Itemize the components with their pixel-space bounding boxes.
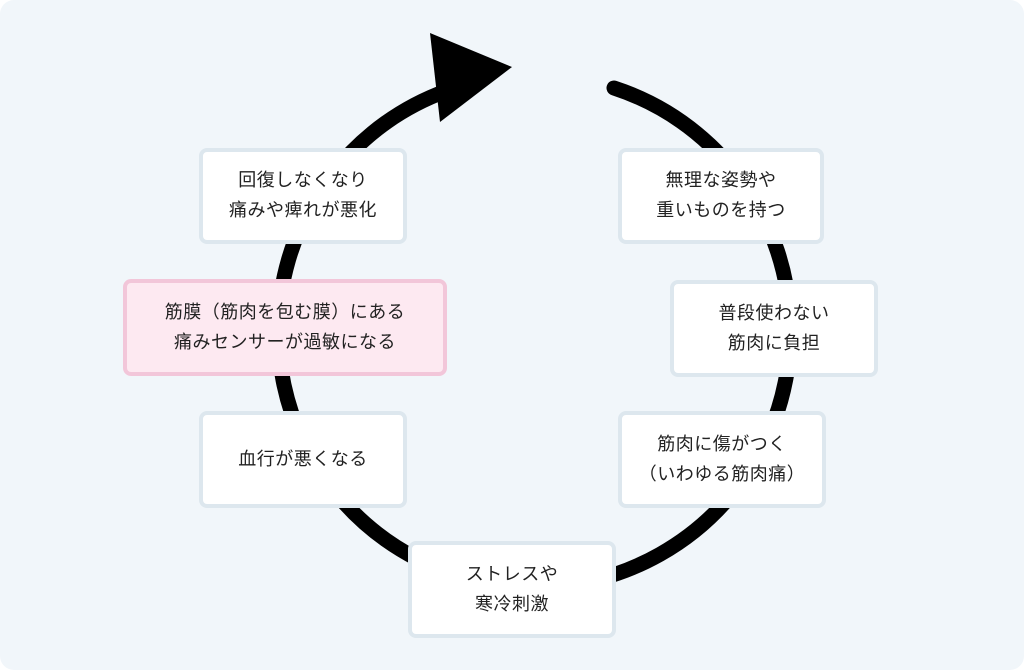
node-text-line: 筋肉に傷がつく [657, 433, 787, 455]
cycle-node-fascia-sensitive: 筋膜（筋肉を包む膜）にある 痛みセンサーが過敏になる [123, 279, 447, 376]
node-text-line: 重いものを持つ [656, 200, 786, 221]
cycle-node-poor-circulation: 血行が悪くなる [199, 411, 407, 508]
arrowhead-icon [430, 33, 512, 122]
node-text-line: 筋膜（筋肉を包む膜）にある [164, 301, 406, 323]
node-text-line: 無理な姿勢や [665, 170, 777, 191]
cycle-node-posture: 無理な姿勢や 重いものを持つ [618, 148, 824, 244]
node-text-line: ストレスや [465, 563, 559, 585]
node-text-line: 痛みセンサーが過敏になる [174, 331, 396, 353]
cycle-node-no-recovery: 回復しなくなり 痛みや痺れが悪化 [199, 148, 407, 244]
cycle-node-unused-muscle: 普段使わない 筋肉に負担 [670, 280, 878, 377]
cycle-node-muscle-damage: 筋肉に傷がつく （いわゆる筋肉痛） [618, 411, 826, 508]
node-text-line: 普段使わない [718, 302, 830, 324]
cycle-node-stress-cold: ストレスや 寒冷刺激 [408, 541, 616, 638]
node-text-line: 寒冷刺激 [475, 593, 549, 615]
node-text-line: （いわゆる筋肉痛） [638, 463, 806, 485]
node-text-line: 筋肉に負担 [727, 332, 821, 354]
node-text-line: 血行が悪くなる [238, 448, 368, 470]
node-text-line: 回復しなくなり [238, 170, 368, 191]
node-text-line: 痛みや痺れが悪化 [229, 200, 377, 221]
